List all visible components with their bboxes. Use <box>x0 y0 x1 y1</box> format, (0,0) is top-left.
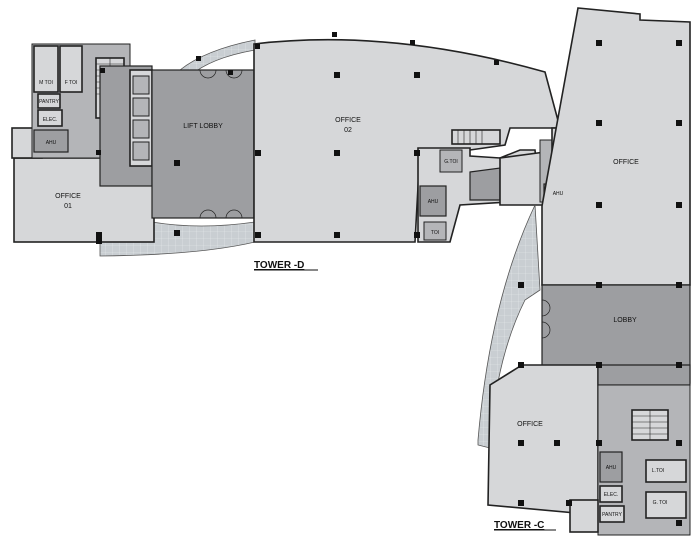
ahu-c-lower-room <box>599 451 623 483</box>
ahu-d-left-room <box>33 129 69 153</box>
pantry-d-room <box>37 93 61 109</box>
elec-c-label: ELEC. <box>604 492 618 498</box>
elec-d-room <box>37 109 63 127</box>
l-toilet-c <box>645 459 687 483</box>
ahu-d-mid-room <box>419 185 447 217</box>
office-c-lower-label: OFFICE <box>517 421 543 428</box>
lift-cars <box>132 75 150 161</box>
g-toilet-d <box>439 149 463 173</box>
south-stair-treads <box>632 410 668 440</box>
g-toi-c-label: G. TOI <box>653 500 668 506</box>
lift-lobby <box>151 69 255 219</box>
office-02 <box>253 38 562 243</box>
f-toi-label: F TOI <box>65 80 78 86</box>
f-toilet <box>59 45 83 93</box>
ahu-c-upper-label: AHU <box>553 191 564 197</box>
office-02-label-2: 02 <box>344 127 352 134</box>
office-c-lower <box>487 364 599 516</box>
doors <box>199 69 551 339</box>
central-dark-block <box>469 167 501 201</box>
toilet-d <box>423 221 447 241</box>
office-02-label-1: OFFICE <box>335 117 361 124</box>
m-toilet <box>33 45 59 93</box>
structural-columns <box>96 32 682 526</box>
l-toi-c-label: L.TOI <box>652 468 664 474</box>
lobby-label: LOBBY <box>613 317 637 324</box>
elec-d-label: ELEC. <box>43 117 57 123</box>
pantry-c-room <box>599 505 625 523</box>
office-c-upper <box>541 7 691 286</box>
toi-d-label: TOI <box>431 230 439 236</box>
pantry-d-label: PANTRY <box>39 99 59 105</box>
ahu-c-lower-label: AHU <box>606 465 617 471</box>
office-01-label-1: OFFICE <box>55 193 81 200</box>
g-toi-d-label: G.TOI <box>444 159 458 165</box>
m-toi-label: M TOI <box>39 80 53 86</box>
south-annex <box>569 499 599 533</box>
g-toilet-c <box>645 491 687 519</box>
ahu-d-mid-label: AHU <box>428 199 439 205</box>
ahu-d-left-label: AHU <box>46 140 57 146</box>
central-stair-treads <box>457 130 483 144</box>
elec-c-room <box>599 485 623 503</box>
office-01-label-2: 01 <box>64 203 72 210</box>
pantry-c-label: PANTRY <box>602 512 622 518</box>
office-c-upper-label: OFFICE <box>613 159 639 166</box>
tower-c-title: TOWER -C <box>494 520 544 531</box>
lift-lobby-label: LIFT LOBBY <box>183 123 223 130</box>
tower-d-title: TOWER -D <box>254 260 304 271</box>
